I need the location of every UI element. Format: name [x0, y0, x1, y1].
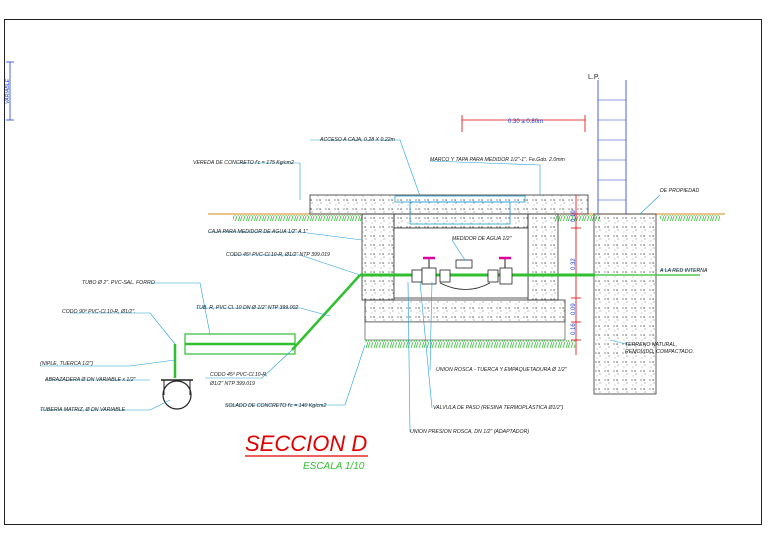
section-title: SECCION D: [245, 431, 367, 456]
box-wall-left: [361, 213, 395, 301]
label-niple: (NIPLE, TUERCA 1/2"): [40, 361, 93, 367]
label-marco: MARCO Y TAPA PARA MEDIDOR 1/2"-1". Fe.Gd…: [430, 157, 566, 163]
scale-subtitle: ESCALA 1/10: [303, 461, 365, 472]
gravel-layer: [364, 321, 566, 341]
pipe-system: [161, 273, 700, 410]
grass-base: [365, 340, 575, 348]
dim-d2: 0.32: [571, 258, 577, 270]
brick-column: [597, 80, 627, 214]
box-wall-right: [527, 213, 559, 301]
box-top: [393, 213, 529, 229]
label-codo90: CODO 90º PVC-Cl.10-R, Ø1/2".: [62, 309, 136, 315]
label-union-presion: UNION PRESION ROSCA, DN 1/2" (ADAPTADOR): [410, 429, 529, 435]
grass-mid: [555, 215, 600, 221]
label-codo45b-line1: CODO 45º PVC-Cl.10-R,: [210, 372, 268, 378]
sidewalk-slab: [309, 194, 589, 215]
grass-right: [660, 215, 720, 221]
lp-label: L.P.: [588, 74, 600, 81]
label-propiedad: DE PROPIEDAD: [660, 188, 699, 194]
grass-left: [233, 215, 363, 221]
label-solado: SOLADO DE CONCRETO f'c = 140 Kg/cm2: [225, 403, 326, 409]
label-tuberia-matriz: TUBERIA MATRIZ, Ø DN VARIABLE: [40, 407, 126, 413]
label-valvula: VALVULA DE PASO (RESINA TERMOPLASTICA Ø1…: [433, 405, 564, 411]
label-abrazadera: ABRAZADERA Ø DN VARIABLE x 1/2": [44, 377, 137, 383]
label-codo45a: CODO 45º PVC-Cl.10-R, Ø1/2" NTP 399.019: [226, 252, 330, 258]
label-tubr: TUB. R, PVC Cl. 10 DN Ø 1/2" NTP 399.002: [196, 305, 298, 311]
access-opening: [409, 201, 511, 225]
dim-d3: 0.09: [571, 303, 577, 315]
left-dimension: VARIABLE: [5, 61, 14, 121]
label-terreno-line1: TERRENO NATURAL,: [625, 342, 677, 348]
property-wall: [593, 213, 657, 395]
leader-lines: [40, 139, 700, 433]
dim-horizontal: 0.30 a 0.80m: [508, 119, 543, 125]
label-tubo: TUBO Ø 2". PVC-SAL. FORRO: [82, 280, 155, 286]
label-vereda: VEREDA DE CONCRETO f'c = 175 Kg/cm2: [193, 160, 294, 166]
meter-assembly: [411, 256, 513, 290]
label-union-rosca: UNION ROSCA - TUERCA Y EMPAQUETADURA Ø 1…: [436, 367, 568, 373]
label-terreno-line2: REMOVIDO, COMPACTADO.: [625, 349, 694, 355]
label-red-interna: A LA RED INTERNA: [659, 268, 708, 274]
label-acceso: ACCESO A CAJA, 0.28 X 0.22m: [319, 137, 396, 143]
main-pipe-circle: [162, 380, 192, 410]
concrete-base: [364, 299, 566, 323]
dim-d1: 0.10: [571, 210, 577, 222]
label-caja: CAJA PARA MEDIDOR DE AGUA 1/2" A 1": [208, 229, 309, 235]
label-medidor: MEDIDOR DE AGUA 1/2": [452, 236, 513, 242]
dim-d4: 0.16: [571, 323, 577, 335]
horizontal-dimension: 0.30 a 0.80m: [461, 115, 586, 132]
label-codo45b-line2: Ø1/2" NTP 399.019: [209, 381, 255, 387]
drawing-frame: [4, 19, 762, 525]
left-dim-label: VARIABLE: [5, 78, 11, 104]
